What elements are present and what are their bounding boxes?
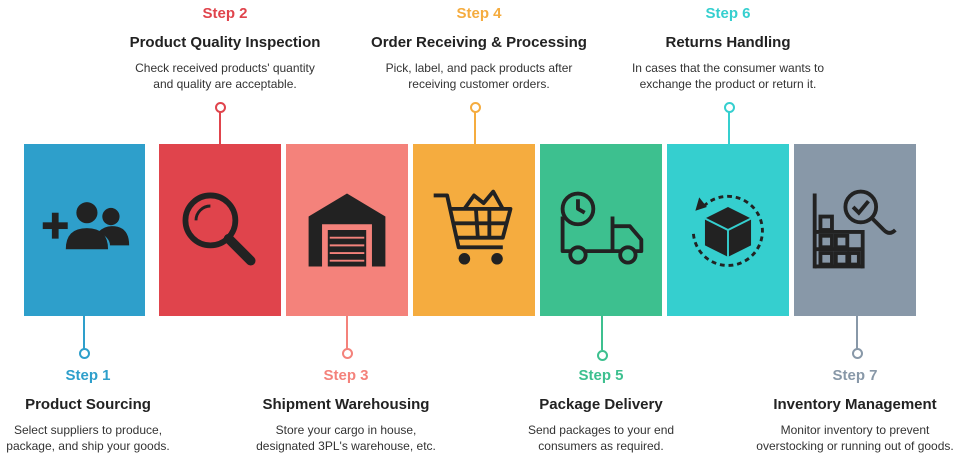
step-2-label: Step 2 Product Quality Inspection Check … bbox=[115, 5, 335, 92]
delivery-truck-icon bbox=[560, 191, 644, 265]
step-6-connector bbox=[728, 112, 730, 144]
step-1-label: Step 1 Product Sourcing Select suppliers… bbox=[0, 367, 198, 454]
magnifier-icon bbox=[182, 192, 256, 266]
step-7-box bbox=[794, 144, 916, 316]
step-7-label: Step 7 Inventory Management Monitor inve… bbox=[740, 367, 970, 454]
step-5-label: Step 5 Package Delivery Send packages to… bbox=[491, 367, 711, 454]
step-number: Step 3 bbox=[323, 367, 369, 384]
step-number: Step 7 bbox=[832, 367, 878, 384]
step-4-connector bbox=[474, 112, 476, 144]
return-box-icon bbox=[692, 194, 764, 267]
step-3-connector bbox=[346, 316, 348, 350]
step-5-dot bbox=[597, 350, 608, 361]
step-2-box bbox=[159, 144, 281, 316]
step-7-dot bbox=[852, 348, 863, 359]
step-6-box bbox=[667, 144, 789, 316]
step-number: Step 2 bbox=[202, 5, 248, 22]
step-3-box bbox=[286, 144, 408, 316]
add-users-icon bbox=[42, 202, 129, 250]
step-1-dot bbox=[79, 348, 90, 359]
step-4-label: Step 4 Order Receiving & Processing Pick… bbox=[364, 5, 594, 92]
step-7-connector bbox=[856, 316, 858, 350]
step-title: Inventory Management bbox=[773, 396, 937, 413]
step-2-connector bbox=[219, 112, 221, 144]
inventory-search-icon bbox=[812, 189, 897, 269]
step-title: Shipment Warehousing bbox=[262, 396, 430, 413]
step-5-box bbox=[540, 144, 662, 316]
step-title: Product Sourcing bbox=[25, 396, 151, 413]
step-title: Order Receiving & Processing bbox=[371, 34, 587, 51]
step-number: Step 1 bbox=[65, 367, 111, 384]
step-6-dot bbox=[724, 102, 735, 113]
step-4-dot bbox=[470, 102, 481, 113]
step-number: Step 6 bbox=[705, 5, 751, 22]
step-4-box bbox=[413, 144, 535, 316]
step-title: Returns Handling bbox=[665, 34, 791, 51]
step-number: Step 5 bbox=[578, 367, 624, 384]
step-3-dot bbox=[342, 348, 353, 359]
step-3-label: Step 3 Shipment Warehousing Store your c… bbox=[236, 367, 456, 454]
step-title: Product Quality Inspection bbox=[129, 34, 321, 51]
step-5-connector bbox=[601, 316, 603, 350]
step-2-dot bbox=[215, 102, 226, 113]
warehouse-icon bbox=[308, 193, 386, 267]
step-number: Step 4 bbox=[456, 5, 502, 22]
step-description: Select suppliers to produce,package, and… bbox=[6, 423, 170, 453]
step-6-label: Step 6 Returns Handling In cases that th… bbox=[618, 5, 838, 92]
step-title: Package Delivery bbox=[539, 396, 663, 413]
step-1-box bbox=[24, 144, 145, 316]
shopping-cart-icon bbox=[433, 189, 513, 265]
step-description: Store your cargo in house,designated 3PL… bbox=[256, 423, 436, 453]
step-1-connector bbox=[83, 316, 85, 350]
